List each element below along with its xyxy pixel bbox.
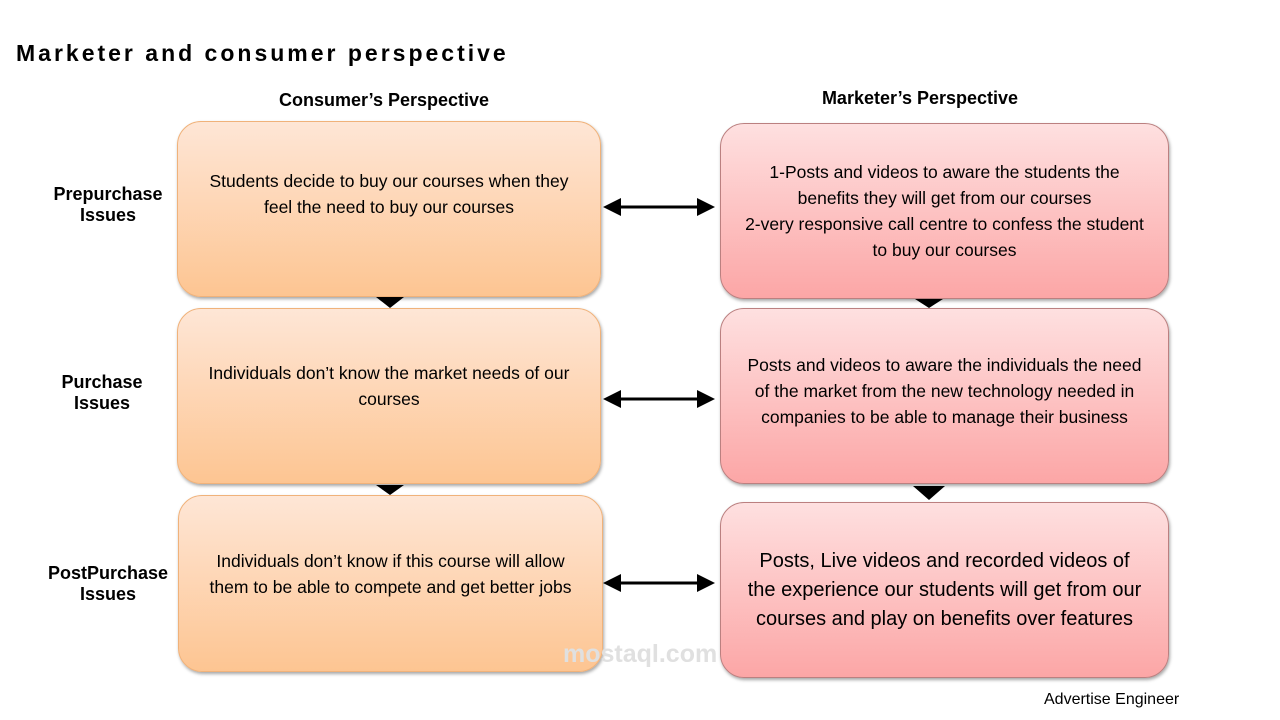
row-label-postpurchase: PostPurchase Issues [47,563,169,604]
box-text: Individuals don’t know the market needs … [208,363,570,409]
box-text-line-1: 1-Posts and videos to aware the students… [769,162,1120,208]
slide-title: Marketer and consumer perspective [16,40,509,66]
marketer-box-postpurchase: Posts, Live videos and recorded videos o… [720,502,1169,678]
box-text: Posts and videos to aware the individual… [747,355,1142,427]
box-text: Individuals don’t know if this course wi… [209,550,572,597]
row-label-purchase: Purchase Issues [61,372,143,413]
marketer-header: Marketer’s Perspective [821,88,1019,108]
down-arrow-consumer-1 [376,297,404,308]
marketer-box-purchase: Posts and videos to aware the individual… [720,308,1169,484]
consumer-box-purchase: Individuals don’t know the market needs … [177,308,601,484]
consumer-header: Consumer’s Perspective [278,90,490,110]
watermark: mostaql.com [563,640,718,668]
box-text-line-2: 2-very responsive call centre to confess… [745,214,1144,260]
down-arrow-consumer-2 [376,485,404,495]
consumer-box-prepurchase: Students decide to buy our courses when … [177,121,601,297]
down-arrow-marketer-1 [915,299,943,308]
consumer-box-postpurchase: Individuals don’t know if this course wi… [178,495,603,672]
box-text: Students decide to buy our courses when … [209,171,569,217]
box-text: Posts, Live videos and recorded videos o… [747,549,1142,630]
row-label-prepurchase: Prepurchase Issues [53,184,163,225]
down-arrow-marketer-2 [913,486,945,500]
marketer-box-prepurchase: 1-Posts and videos to aware the students… [720,123,1169,299]
footer-credit: Advertise Engineer [1044,691,1180,708]
